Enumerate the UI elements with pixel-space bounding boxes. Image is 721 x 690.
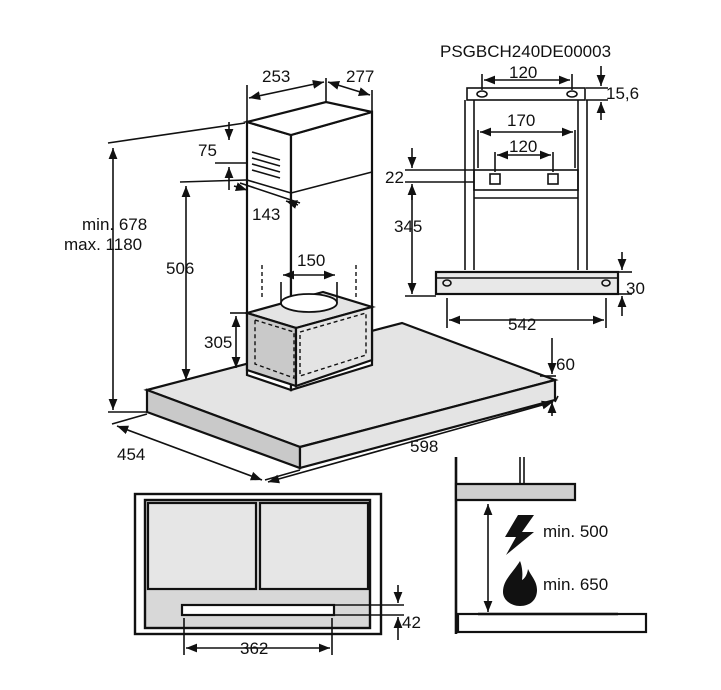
dim-362: 362 [240,639,268,658]
dim-542: 542 [508,315,536,334]
clearance-view: min. 500 min. 650 [454,457,648,634]
dim-75: 75 [198,141,217,160]
dim-305: 305 [204,333,232,352]
vent-slots [251,151,281,179]
clearance-electric: min. 500 [543,522,608,541]
top-bracket [466,87,586,101]
motor-box-side [294,305,374,388]
dim-506: 506 [166,259,194,278]
dim-bracket-120b: 120 [509,137,537,156]
dim-143: 143 [252,205,280,224]
dim-598: 598 [410,437,438,456]
flame-icon [503,561,537,606]
model-code: PSGBCH240DE00003 [440,42,611,61]
filter-left [146,501,258,591]
underside-view: 362 42 [133,492,421,658]
hood-top-plate [434,270,620,296]
dim-345: 345 [394,217,422,236]
dim-chimney-depth: 277 [346,67,374,86]
dim-22: 22 [385,168,404,187]
hob [456,612,648,634]
mid-bracket [473,169,579,191]
dim-chimney-width: 253 [262,67,290,86]
dim-bracket-170: 170 [507,111,535,130]
dim-454: 454 [117,445,145,464]
clearance-gas: min. 650 [543,575,608,594]
light-strip [180,603,336,617]
underside-frame [143,498,372,630]
dim-60: 60 [556,355,575,374]
hood-view: 253 277 75 143 min. 678 max. 1180 506 15… [64,67,575,484]
dim-height-min: min. 678 [82,215,147,234]
dim-150: 150 [297,251,325,270]
dim-30: 30 [626,279,645,298]
dim-15-6: 15,6 [606,84,639,103]
bracket-view: PSGBCH240DE00003 120 15,6 170 [385,42,645,334]
outlet-collar [280,293,338,313]
dim-42: 42 [402,613,421,632]
lightning-bolt-icon [505,515,534,555]
hood-side [454,482,577,502]
dim-bracket-120: 120 [509,63,537,82]
filter-right [258,501,370,591]
dim-height-max: max. 1180 [64,235,142,254]
